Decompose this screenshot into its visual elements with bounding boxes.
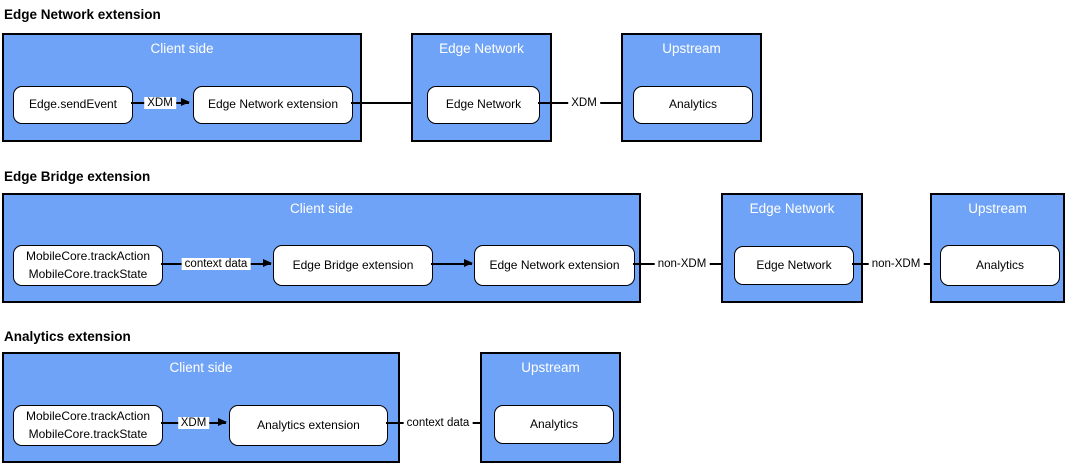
section-title-edge-network: Edge Network extension <box>4 7 161 22</box>
container-label: Upstream <box>521 360 580 375</box>
arrowhead-icon <box>464 259 473 268</box>
node-label: Edge Network <box>756 257 832 272</box>
node-edge-network-s2: Edge Network <box>734 246 854 285</box>
container-client-side-s2: Client side MobileCore.trackAction Mobil… <box>2 193 641 303</box>
container-upstream-s1: Upstream Analytics <box>621 33 762 142</box>
flow-arrow: context data <box>386 416 491 429</box>
container-label: Edge Network <box>439 41 524 56</box>
arrowhead-icon <box>181 98 190 107</box>
node-label-line2: MobileCore.trackState <box>28 266 148 281</box>
container-client-side-s1: Client side Edge.sendEvent Edge Network … <box>2 33 362 142</box>
node-mobilecore-track-s2: MobileCore.trackAction MobileCore.trackS… <box>13 245 163 286</box>
section-title-edge-bridge: Edge Bridge extension <box>4 169 151 184</box>
node-analytics-extension: Analytics extension <box>229 405 388 446</box>
node-edge-bridge-extension: Edge Bridge extension <box>273 245 433 286</box>
container-edge-network-s2: Edge Network Edge Network <box>721 193 863 303</box>
arrowhead-icon <box>263 259 272 268</box>
flow-arrow: XDM <box>131 96 190 109</box>
node-analytics-s1: Analytics <box>633 86 753 124</box>
container-label: Upstream <box>968 201 1027 216</box>
flow-arrow: context data <box>161 257 272 270</box>
flow-arrow: non-XDM <box>852 257 941 270</box>
node-label: Edge Bridge extension <box>292 257 414 272</box>
node-edge-network-extension-s2: Edge Network extension <box>474 245 635 286</box>
container-edge-network-s1: Edge Network Edge Network <box>411 33 552 142</box>
node-analytics-s2: Analytics <box>940 245 1060 286</box>
arrow-label-non-xdm: non-XDM <box>868 257 924 270</box>
container-label: Client side <box>169 360 233 375</box>
node-label: Edge.sendEvent <box>28 97 118 112</box>
node-label: Edge Network extension <box>207 97 339 112</box>
node-label: Analytics extension <box>257 417 360 432</box>
container-label: Edge Network <box>749 201 835 216</box>
flow-arrow: XDM <box>538 96 631 109</box>
arrow-label-context-data: context data <box>181 257 251 270</box>
section-title-analytics: Analytics extension <box>4 329 131 344</box>
node-label: Analytics <box>975 257 1025 272</box>
arrow-label-non-xdm: non-XDM <box>654 257 710 270</box>
arrow-label-xdm: XDM <box>144 96 176 109</box>
node-label-line1: MobileCore.trackAction <box>25 409 151 424</box>
node-label: Analytics <box>668 97 718 112</box>
node-label: Analytics <box>529 416 579 431</box>
node-analytics-s3: Analytics <box>494 405 614 444</box>
container-upstream-s2: Upstream Analytics <box>930 193 1065 303</box>
container-client-side-s3: Client side MobileCore.trackAction Mobil… <box>2 352 400 463</box>
flow-arrow: non-XDM <box>633 257 732 270</box>
node-label-line2: MobileCore.trackState <box>28 426 148 441</box>
node-edge-network-extension-s1: Edge Network extension <box>193 86 353 124</box>
arrow-label-xdm: XDM <box>177 416 210 429</box>
arrowhead-icon <box>218 418 227 427</box>
flow-arrow <box>431 259 473 268</box>
node-label: Edge Network extension <box>489 257 620 272</box>
arrow-label-context-data: context data <box>403 416 473 429</box>
arrow-label-xdm: XDM <box>568 96 600 109</box>
node-label: Edge Network <box>445 97 522 112</box>
container-upstream-s3: Upstream Analytics <box>480 352 621 463</box>
node-mobilecore-track-s3: MobileCore.trackAction MobileCore.trackS… <box>13 405 163 446</box>
node-edge-sendevent: Edge.sendEvent <box>13 86 133 124</box>
container-label: Client side <box>289 201 354 216</box>
node-label-line1: MobileCore.trackAction <box>25 249 151 264</box>
container-label: Client side <box>150 41 214 56</box>
container-label: Upstream <box>662 41 721 56</box>
node-edge-network-s1: Edge Network <box>427 86 540 124</box>
flow-arrow: XDM <box>161 416 227 429</box>
